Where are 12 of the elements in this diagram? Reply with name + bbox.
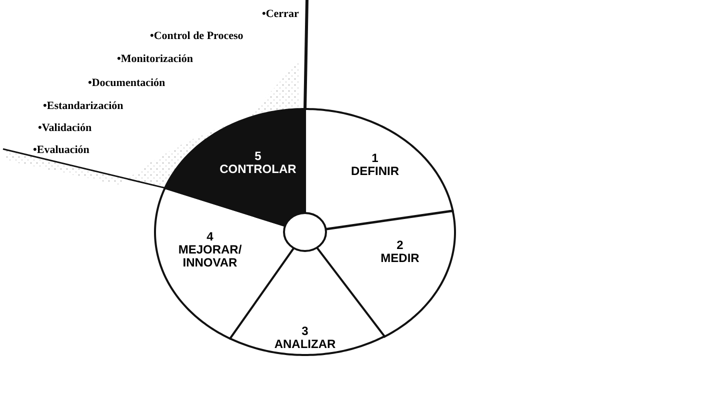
- list-item: •Estandarización: [43, 100, 124, 112]
- segment-label: 3 ANALIZAR: [273, 325, 337, 351]
- list-item: •Evaluación: [33, 144, 90, 156]
- list-item: •Documentación: [88, 77, 166, 89]
- list-item: •Monitorización: [117, 53, 193, 65]
- list-item: •Cerrar: [262, 8, 299, 20]
- segment-label: 1 DEFINIR: [350, 152, 400, 178]
- segment-label: 4 MEJORAR/ INNOVAR: [177, 230, 243, 270]
- segment-label: 5 CONTROLAR: [218, 150, 298, 176]
- list-item: •Control de Proceso: [150, 30, 244, 42]
- list-item: •Validación: [38, 122, 92, 134]
- segment-label: 2 MEDIR: [380, 238, 420, 265]
